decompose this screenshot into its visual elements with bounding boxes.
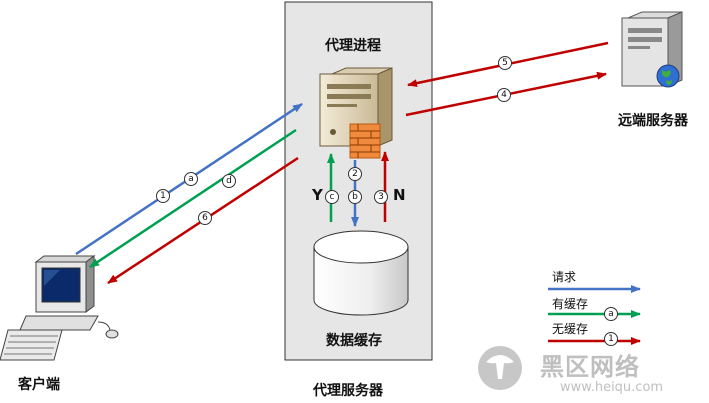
legend-marker-1: 1 — [608, 334, 614, 344]
marker-ring-d — [222, 174, 236, 188]
marker-5: 5 — [502, 58, 508, 68]
marker-3: 3 — [378, 192, 384, 202]
marker-ring-c — [325, 190, 339, 204]
cached-response-arrow-d — [89, 128, 297, 269]
marker-ring-a — [184, 172, 198, 186]
cache-hit-y-label: Y — [312, 186, 323, 204]
marker-ring-6 — [198, 211, 212, 225]
marker-2: 2 — [352, 169, 358, 179]
marker-a: a — [188, 174, 194, 184]
marker-ring-b — [348, 190, 362, 204]
proxy-process-label: 代理进程 — [325, 38, 381, 54]
globe-icon — [656, 64, 680, 88]
watermark-brand: 黑区网络 — [540, 353, 640, 381]
proxy-server-label: 代理服务器 — [313, 383, 383, 399]
remote-server-label: 远端服务器 — [618, 113, 688, 129]
legend-no-cache-label: 无缓存 — [552, 322, 589, 336]
marker-ring-5 — [498, 56, 512, 70]
marker-ring-4 — [497, 88, 511, 102]
marker-ring-1 — [156, 189, 170, 203]
watermark-url: www.heiqu.com — [560, 380, 664, 395]
legend-request-label: 请求 — [552, 270, 577, 284]
marker-4: 4 — [501, 90, 507, 100]
client-computer-icon — [0, 255, 119, 361]
legend-marker-ring-a — [604, 307, 618, 321]
marker-ring-2 — [348, 167, 362, 181]
marker-ring-3 — [374, 190, 388, 204]
marker-6: 6 — [202, 213, 208, 223]
data-cache-cylinder — [313, 230, 409, 316]
marker-c: c — [330, 192, 335, 202]
cache-miss-n-label: N — [393, 186, 406, 204]
marker-1: 1 — [160, 191, 166, 201]
client-label: 客户端 — [18, 377, 60, 393]
legend-marker-ring-1 — [604, 332, 618, 346]
legend-cached-label: 有缓存 — [552, 297, 589, 311]
marker-d: d — [226, 176, 232, 186]
firewall-icon — [349, 123, 381, 159]
marker-b: b — [352, 192, 358, 202]
watermark-logo-icon — [478, 346, 522, 390]
data-cache-label: 数据缓存 — [326, 333, 382, 349]
legend-marker-a: a — [608, 309, 614, 319]
